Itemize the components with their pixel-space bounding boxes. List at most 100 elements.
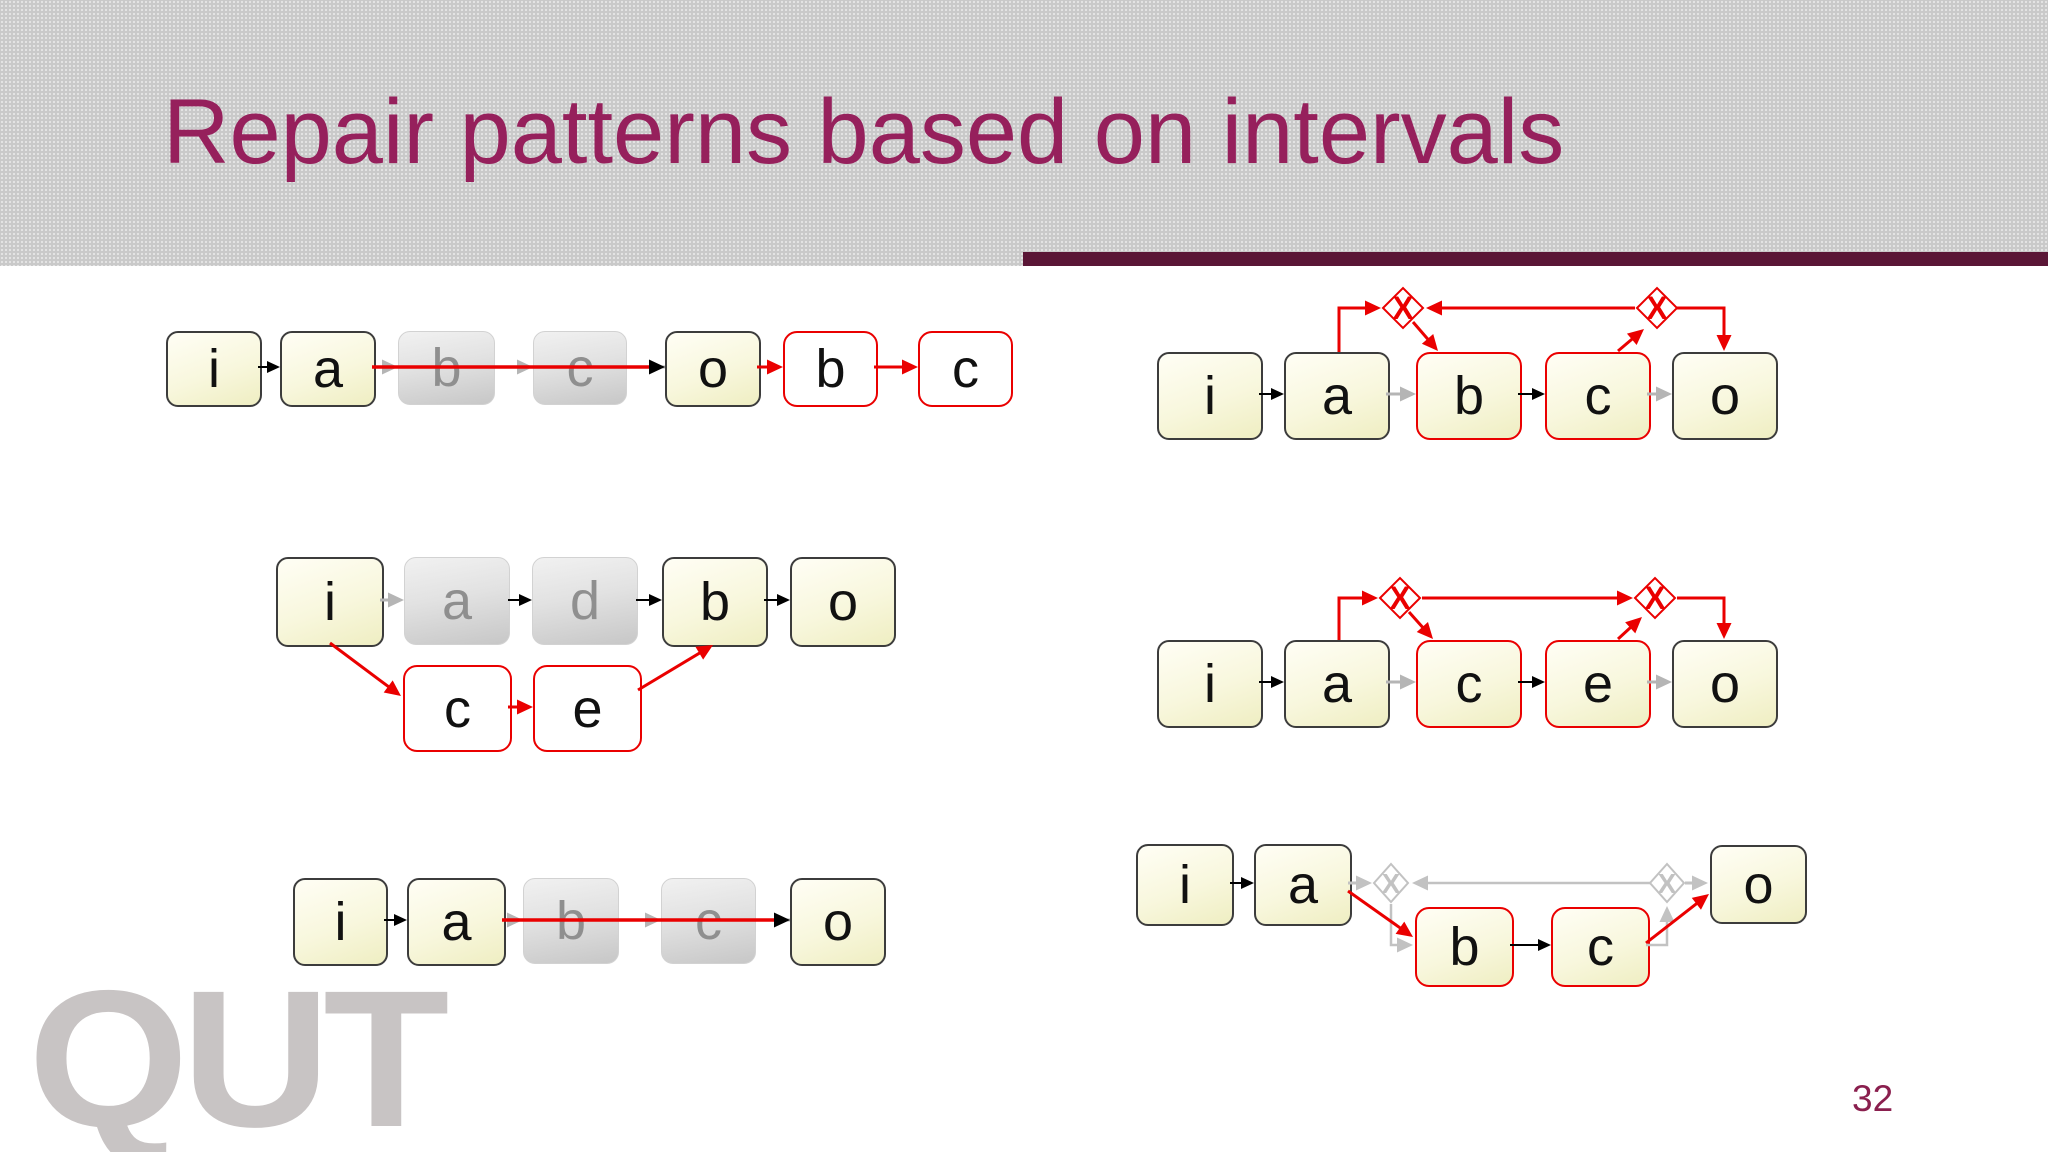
node-i: i — [166, 331, 262, 407]
arrowhead-icon — [1617, 590, 1633, 606]
arrowhead-icon — [1412, 875, 1428, 891]
node-o: o — [790, 557, 896, 647]
page-number: 32 — [1852, 1078, 1894, 1119]
xor-gateway-icon: X — [1633, 576, 1677, 620]
svg-text:X: X — [1644, 580, 1666, 616]
flow-edge — [1677, 306, 1726, 338]
arrowhead-icon — [519, 594, 532, 606]
node-c: c — [918, 331, 1013, 407]
svg-text:X: X — [1392, 290, 1414, 326]
node-a: a — [1284, 352, 1390, 440]
svg-text:X: X — [1389, 580, 1411, 616]
arrowhead-icon — [267, 361, 280, 373]
arrowhead-icon — [695, 645, 713, 660]
arrowhead-icon — [767, 359, 783, 375]
flow-edge — [1677, 596, 1726, 626]
xor-gateway-icon: X — [1381, 286, 1425, 330]
node-a: a — [404, 557, 510, 645]
flow-edge — [1347, 889, 1404, 931]
flow-edge — [1617, 336, 1636, 353]
node-c: c — [1551, 907, 1650, 987]
arrowhead-icon — [388, 592, 404, 608]
svg-text:X: X — [1646, 290, 1668, 326]
arrowhead-icon — [383, 680, 401, 696]
xor-gateway-icon: X — [1648, 862, 1686, 904]
svg-text:X: X — [1658, 868, 1677, 899]
arrowhead-icon — [1426, 300, 1442, 316]
arrowhead-icon — [1362, 590, 1378, 606]
flow-edge — [329, 641, 392, 690]
arrowhead-icon — [1416, 622, 1433, 639]
node-e: e — [1545, 640, 1651, 728]
arrowhead-icon — [1656, 674, 1672, 690]
node-b: b — [662, 557, 768, 647]
node-i: i — [1136, 844, 1234, 926]
arrowhead-icon — [1400, 386, 1416, 402]
arrowhead-icon — [1538, 939, 1551, 951]
svg-text:X: X — [1382, 868, 1401, 899]
flow-edge — [1411, 321, 1431, 343]
arrowhead-icon — [1626, 329, 1644, 346]
arrowhead-icon — [1532, 388, 1545, 400]
node-c: c — [403, 665, 512, 752]
node-o: o — [665, 331, 761, 407]
edges-layer — [384, 912, 790, 928]
arrowhead-icon — [1716, 335, 1732, 351]
node-a: a — [407, 878, 506, 966]
flow-edge — [1616, 624, 1634, 641]
arrowhead-icon — [1271, 676, 1284, 688]
node-i: i — [276, 557, 384, 647]
node-i: i — [1157, 640, 1263, 728]
arrowhead-icon — [1716, 623, 1732, 639]
node-o: o — [1672, 640, 1778, 728]
xor-gateway-icon: X — [1635, 286, 1679, 330]
edges-layer — [329, 592, 790, 715]
arrowhead-icon — [774, 912, 790, 928]
arrowhead-icon — [1656, 386, 1672, 402]
node-b: b — [783, 331, 878, 407]
arrowhead-icon — [1400, 674, 1416, 690]
arrowhead-icon — [649, 359, 665, 375]
accent-bar — [1023, 252, 2048, 266]
arrowhead-icon — [1356, 875, 1372, 891]
arrowhead-icon — [1271, 388, 1284, 400]
node-c: c — [1545, 352, 1651, 440]
node-a: a — [1284, 640, 1390, 728]
flow-edge — [637, 650, 703, 692]
flow-edge — [1337, 596, 1365, 640]
arrowhead-icon — [1365, 300, 1381, 316]
arrowhead-icon — [1397, 937, 1413, 953]
arrowhead-icon — [649, 594, 662, 606]
flow-edge — [1337, 306, 1368, 352]
arrowhead-icon — [1691, 894, 1709, 910]
xor-gateway-icon: X — [1372, 862, 1410, 904]
node-o: o — [1672, 352, 1778, 440]
node-b: b — [1415, 907, 1514, 987]
arrowhead-icon — [517, 699, 533, 715]
node-i: i — [1157, 352, 1263, 440]
flow-edge — [1407, 611, 1426, 631]
node-c: c — [1416, 640, 1522, 728]
node-e: e — [533, 665, 642, 752]
page-title: Repair patterns based on intervals — [163, 81, 1565, 183]
arrowhead-icon — [1659, 906, 1675, 922]
node-i: i — [293, 878, 388, 966]
arrowhead-icon — [1241, 877, 1254, 889]
node-b: b — [1416, 352, 1522, 440]
xor-gateway-icon: X — [1378, 576, 1422, 620]
node-o: o — [1710, 845, 1807, 924]
arrowhead-icon — [902, 359, 918, 375]
qut-logo: QUT — [28, 950, 449, 1152]
node-a: a — [1254, 844, 1352, 926]
node-o: o — [790, 878, 886, 966]
